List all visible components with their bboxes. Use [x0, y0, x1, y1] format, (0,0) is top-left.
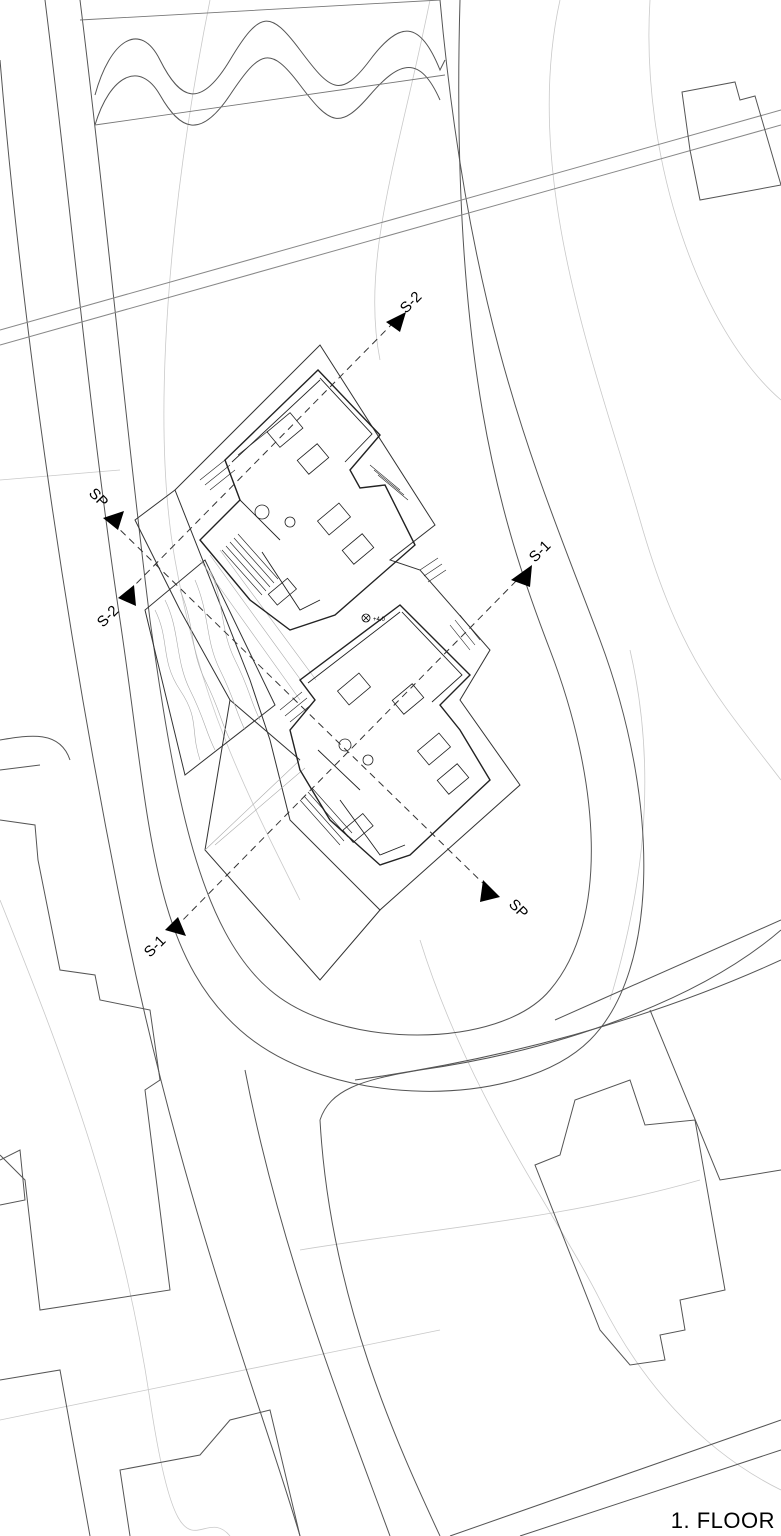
lower-building: [279, 557, 491, 866]
section-arrows: [103, 312, 532, 936]
landscape-hatch: [154, 549, 317, 851]
section-label-sp-bottom: SP: [505, 896, 531, 922]
site-boundary: [134, 344, 521, 981]
floor-title: 1. FLOOR: [670, 1508, 775, 1533]
s1-bottom-arrow: [165, 917, 186, 936]
s1-top-arrow: [511, 565, 532, 587]
sp-top-arrow: [103, 511, 124, 530]
section-line-sp: [111, 521, 491, 891]
section-label-sp-top: SP: [85, 485, 111, 511]
top-boundary: [79, 0, 446, 126]
neighbouring-buildings: [0, 81, 781, 1536]
level-marker-label: +4.0: [373, 617, 386, 623]
s2-top-arrow: [386, 312, 406, 332]
section-label-s1-bottom: S-1: [141, 932, 170, 961]
section-label-s2-top: S-2: [397, 288, 426, 317]
s2-left-arrow: [118, 585, 136, 606]
section-line-s2: [127, 319, 397, 593]
level-marker-icon: [361, 613, 371, 623]
section-lines: [111, 319, 523, 929]
sp-bottom-arrow: [480, 880, 500, 902]
upper-building: [199, 369, 416, 631]
winding-path: [94, 20, 446, 126]
section-label-s1-top: S-1: [526, 537, 555, 566]
section-line-s1: [174, 574, 523, 929]
